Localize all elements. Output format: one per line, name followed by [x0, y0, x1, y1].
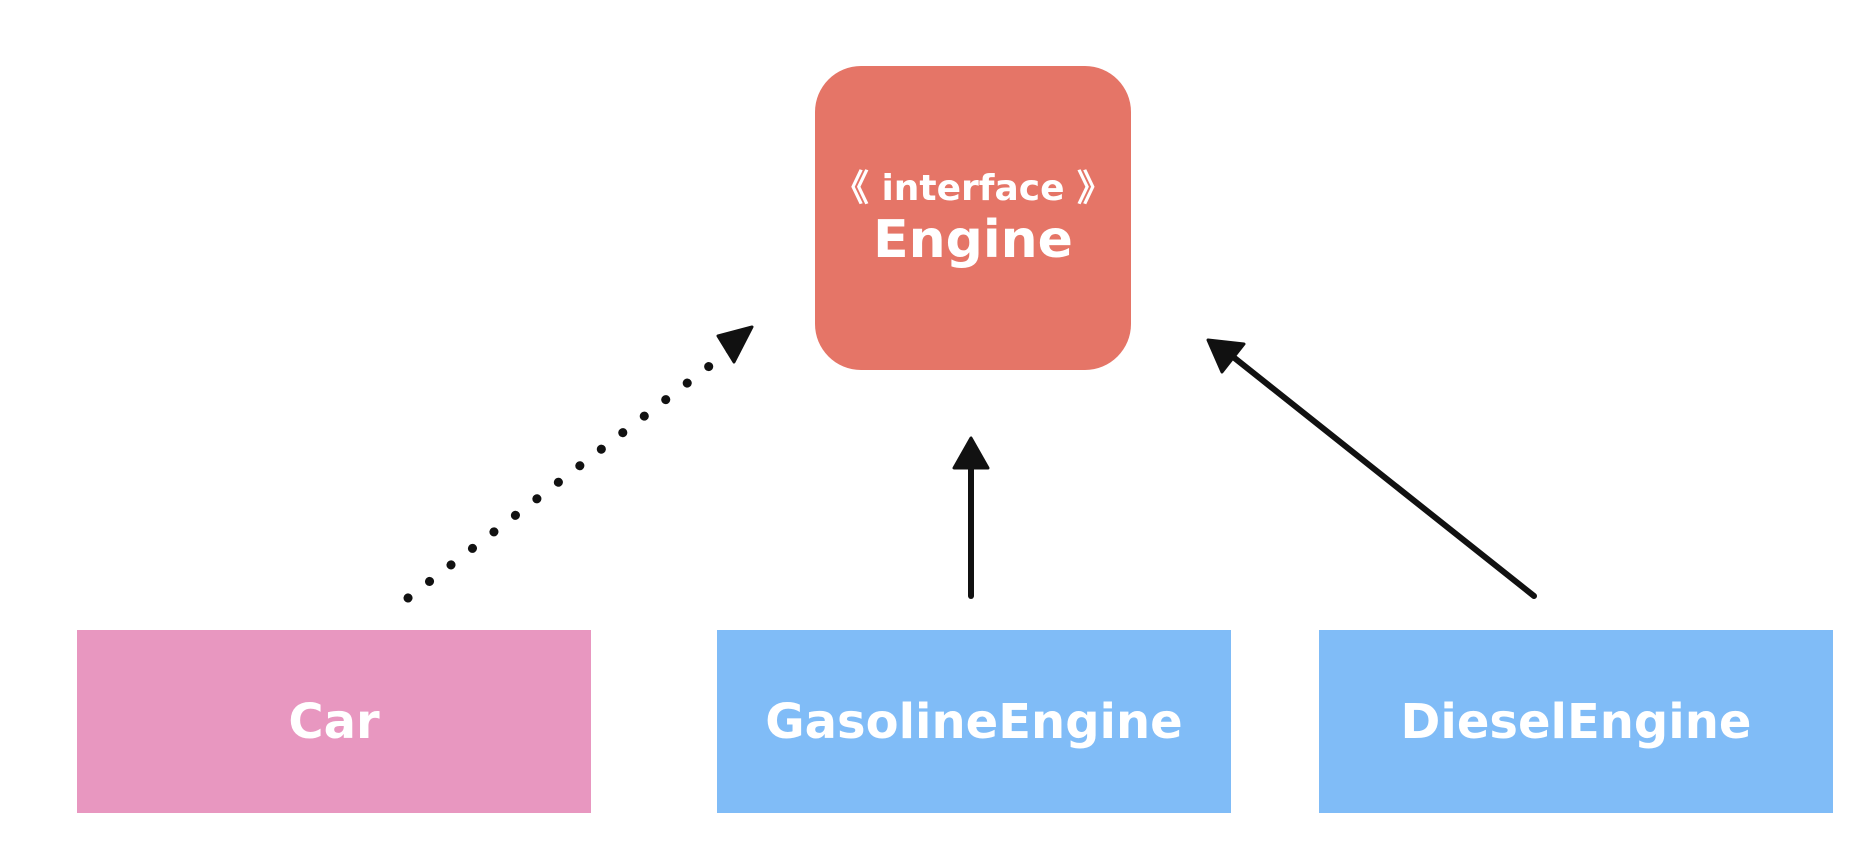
gasoline-to-engine-arrow	[952, 436, 990, 599]
diesel-engine-node: DieselEngine	[1319, 630, 1833, 813]
car-node: Car	[77, 630, 591, 813]
gasoline-engine-node: GasolineEngine	[717, 630, 1231, 813]
diesel-to-engine-arrow	[1206, 338, 1537, 599]
engine-stereotype-label: 《 interface 》	[832, 168, 1114, 209]
gasoline-engine-name-label: GasolineEngine	[765, 693, 1183, 750]
car-name-label: Car	[288, 693, 380, 750]
car-to-engine-arrow	[403, 325, 754, 603]
engine-name-label: Engine	[873, 210, 1073, 270]
engine-interface-node: 《 interface 》 Engine	[815, 66, 1131, 370]
diesel-engine-name-label: DieselEngine	[1400, 693, 1752, 750]
